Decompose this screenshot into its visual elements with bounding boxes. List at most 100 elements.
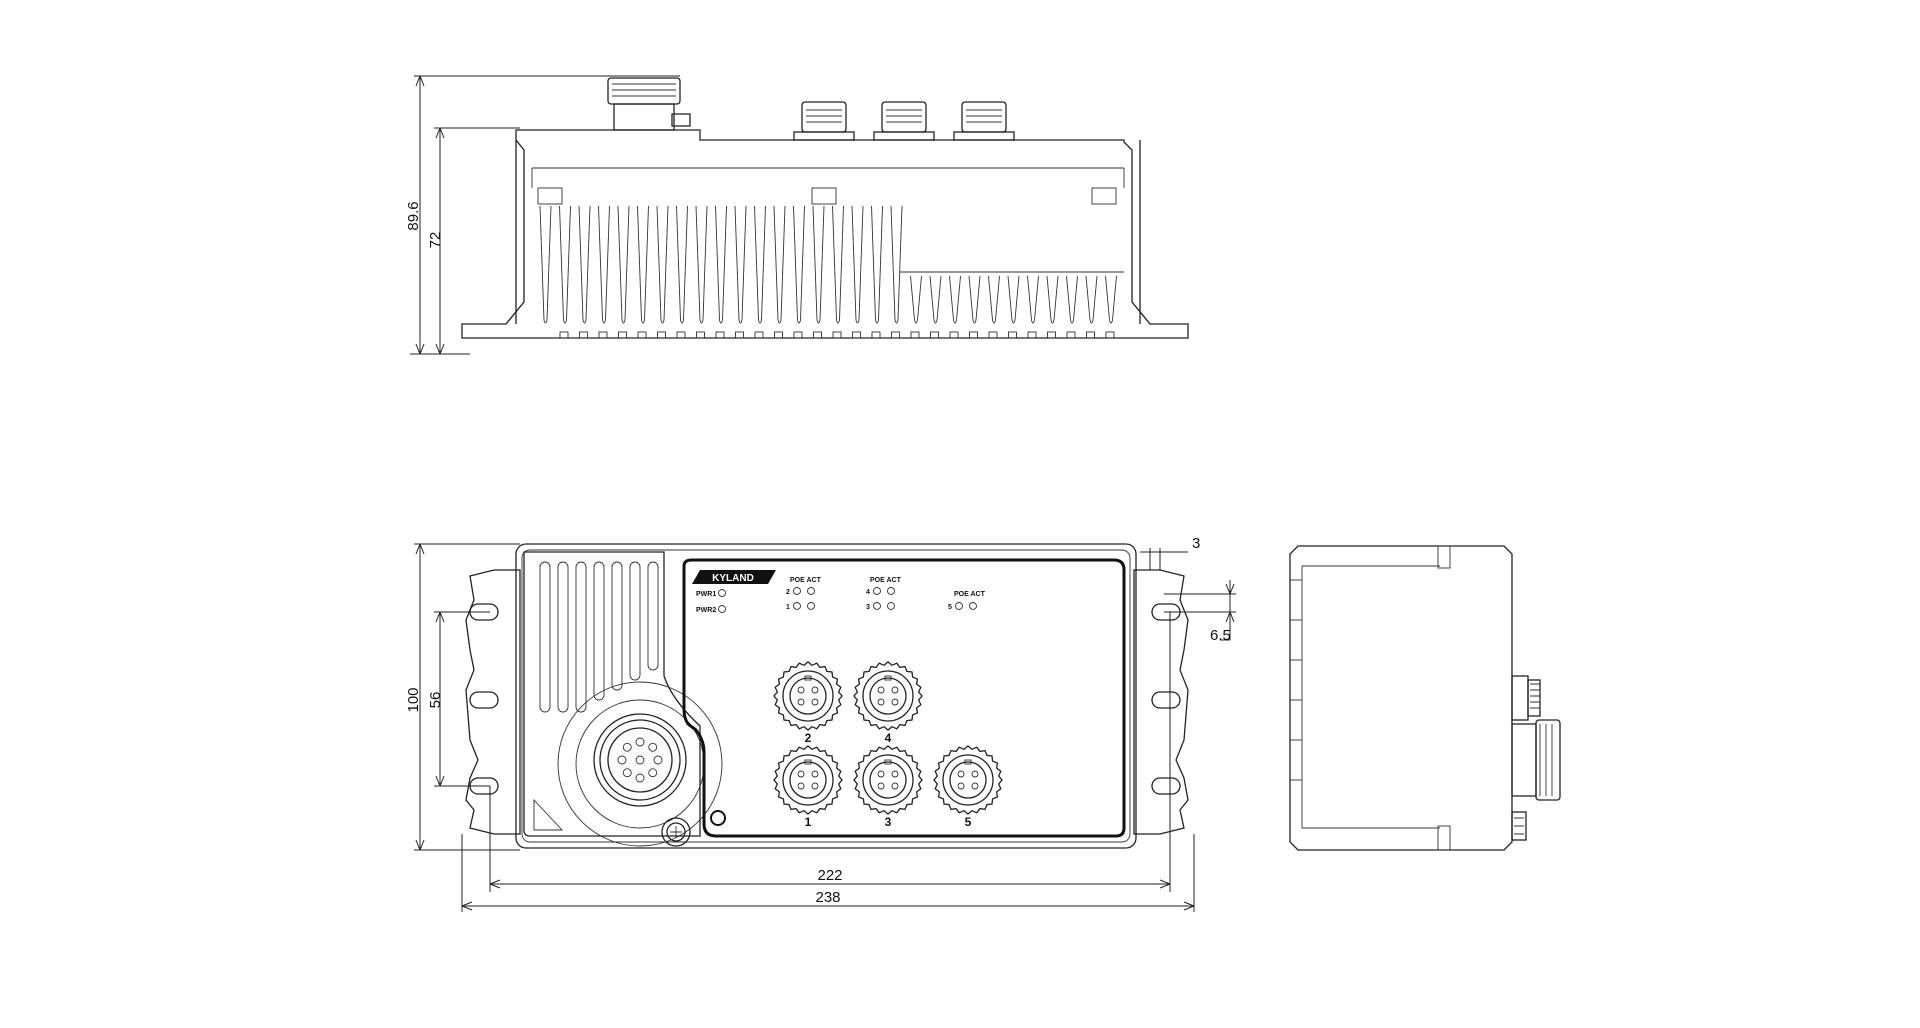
side-fin xyxy=(656,205,669,324)
side-cooling-fins xyxy=(539,205,1124,324)
dim-side-overall-height: 89.6 xyxy=(405,201,422,230)
power-pin xyxy=(635,773,645,783)
led-2-act-icon xyxy=(807,587,815,595)
grille-slot xyxy=(629,561,641,681)
m12-port[interactable] xyxy=(933,745,1003,815)
port-label-4: 4 xyxy=(885,731,892,745)
port-label-1: 1 xyxy=(805,815,812,829)
end-tab-top xyxy=(1437,545,1451,569)
end-inner-frame xyxy=(1301,565,1440,829)
side-walls xyxy=(515,140,1141,324)
side-fin xyxy=(968,275,981,324)
side-top-plate xyxy=(531,167,1125,188)
mounting-slot xyxy=(1151,691,1181,709)
side-fin xyxy=(851,205,864,324)
side-fin xyxy=(1066,275,1078,324)
side-fin xyxy=(871,205,883,324)
side-fin xyxy=(559,205,571,324)
side-fin xyxy=(676,205,688,324)
side-m12-connectors xyxy=(793,101,1015,141)
side-fin xyxy=(929,275,942,324)
side-comb-tooth xyxy=(813,331,822,339)
front-housing-inner xyxy=(521,549,1131,843)
end-tab-bottom xyxy=(1437,825,1451,851)
side-comb-tooth xyxy=(676,331,686,339)
dim-front-edge-offset: 3 xyxy=(1192,535,1200,552)
side-comb-tooth xyxy=(774,331,783,339)
led-5-act-icon xyxy=(969,602,977,610)
front-mounting-slots xyxy=(469,603,1181,795)
grille-slot xyxy=(647,561,659,671)
port-label-2: 2 xyxy=(805,731,812,745)
dim-front-hole-offset: 6.5 xyxy=(1210,627,1231,644)
side-comb-tooth xyxy=(618,331,627,339)
mounting-slot xyxy=(469,691,499,709)
side-comb-tooth xyxy=(754,331,764,339)
grille-slot xyxy=(611,561,623,691)
grille-slot xyxy=(593,561,605,701)
power-pin xyxy=(653,755,663,765)
side-comb-tooth xyxy=(871,331,881,339)
dim-front-hole-spacing: 56 xyxy=(427,692,444,709)
side-bottom-comb xyxy=(559,331,1115,339)
side-fin xyxy=(637,205,649,324)
side-comb-tooth xyxy=(891,331,900,339)
side-fin xyxy=(617,205,630,324)
side-fin xyxy=(754,205,766,324)
front-label-panel xyxy=(682,558,1126,838)
side-fin xyxy=(734,205,747,324)
side-fin xyxy=(715,205,727,324)
m12-port[interactable] xyxy=(773,745,843,815)
side-comb-tooth xyxy=(988,331,998,339)
led-row-4-label: 4 xyxy=(866,589,870,596)
port-label-3: 3 xyxy=(885,815,892,829)
side-comb-tooth xyxy=(852,331,861,339)
dim-side-body-height: 72 xyxy=(427,232,444,249)
side-power-connector xyxy=(607,77,691,131)
power-pin xyxy=(622,742,632,752)
side-mount-tab-center xyxy=(811,187,837,205)
led-1-act-icon xyxy=(807,602,815,610)
led-pwr1-icon xyxy=(718,589,726,597)
side-fin xyxy=(1085,275,1098,324)
led-group-a-header: POE ACT xyxy=(790,577,822,584)
power-pin xyxy=(635,755,645,765)
side-comb-tooth xyxy=(1086,331,1095,339)
m12-port[interactable] xyxy=(853,661,923,731)
m12-port[interactable] xyxy=(853,745,923,815)
front-flange-left xyxy=(465,569,521,835)
side-fin xyxy=(598,205,610,324)
side-comb-tooth xyxy=(930,331,939,339)
led-row-5-label: 5 xyxy=(948,604,952,611)
port-label-5: 5 xyxy=(965,815,972,829)
side-comb-tooth xyxy=(637,331,647,339)
led-2-poe-icon xyxy=(793,587,801,595)
side-fin xyxy=(1105,275,1117,324)
led-4-poe-icon xyxy=(873,587,881,595)
power-pin xyxy=(648,768,658,778)
end-power-connector xyxy=(1511,719,1561,801)
led-5-poe-icon xyxy=(955,602,963,610)
side-comb-tooth xyxy=(793,331,803,339)
side-comb-tooth xyxy=(1066,331,1076,339)
front-ground-screw xyxy=(661,817,691,847)
dim-front-overall-width: 238 xyxy=(815,889,840,906)
end-fin-edges xyxy=(1290,579,1302,781)
side-fin xyxy=(773,205,786,324)
side-fin xyxy=(1007,275,1020,324)
power-pin xyxy=(617,755,627,765)
dim-front-height: 100 xyxy=(405,687,422,712)
m12-port[interactable] xyxy=(773,661,843,731)
side-comb-tooth xyxy=(559,331,569,339)
side-fin xyxy=(812,205,825,324)
front-m12-ports xyxy=(773,661,1003,815)
side-housing-outline xyxy=(461,129,1189,339)
logo-text: KYLAND xyxy=(712,573,754,584)
front-flange-right xyxy=(1133,569,1189,835)
grille-slot xyxy=(557,561,569,713)
grille-corner xyxy=(533,798,564,831)
led-label-pwr2: PWR2 xyxy=(696,607,716,614)
led-4-act-icon xyxy=(887,587,895,595)
dim-front-hole-pitch: 222 xyxy=(817,867,842,884)
